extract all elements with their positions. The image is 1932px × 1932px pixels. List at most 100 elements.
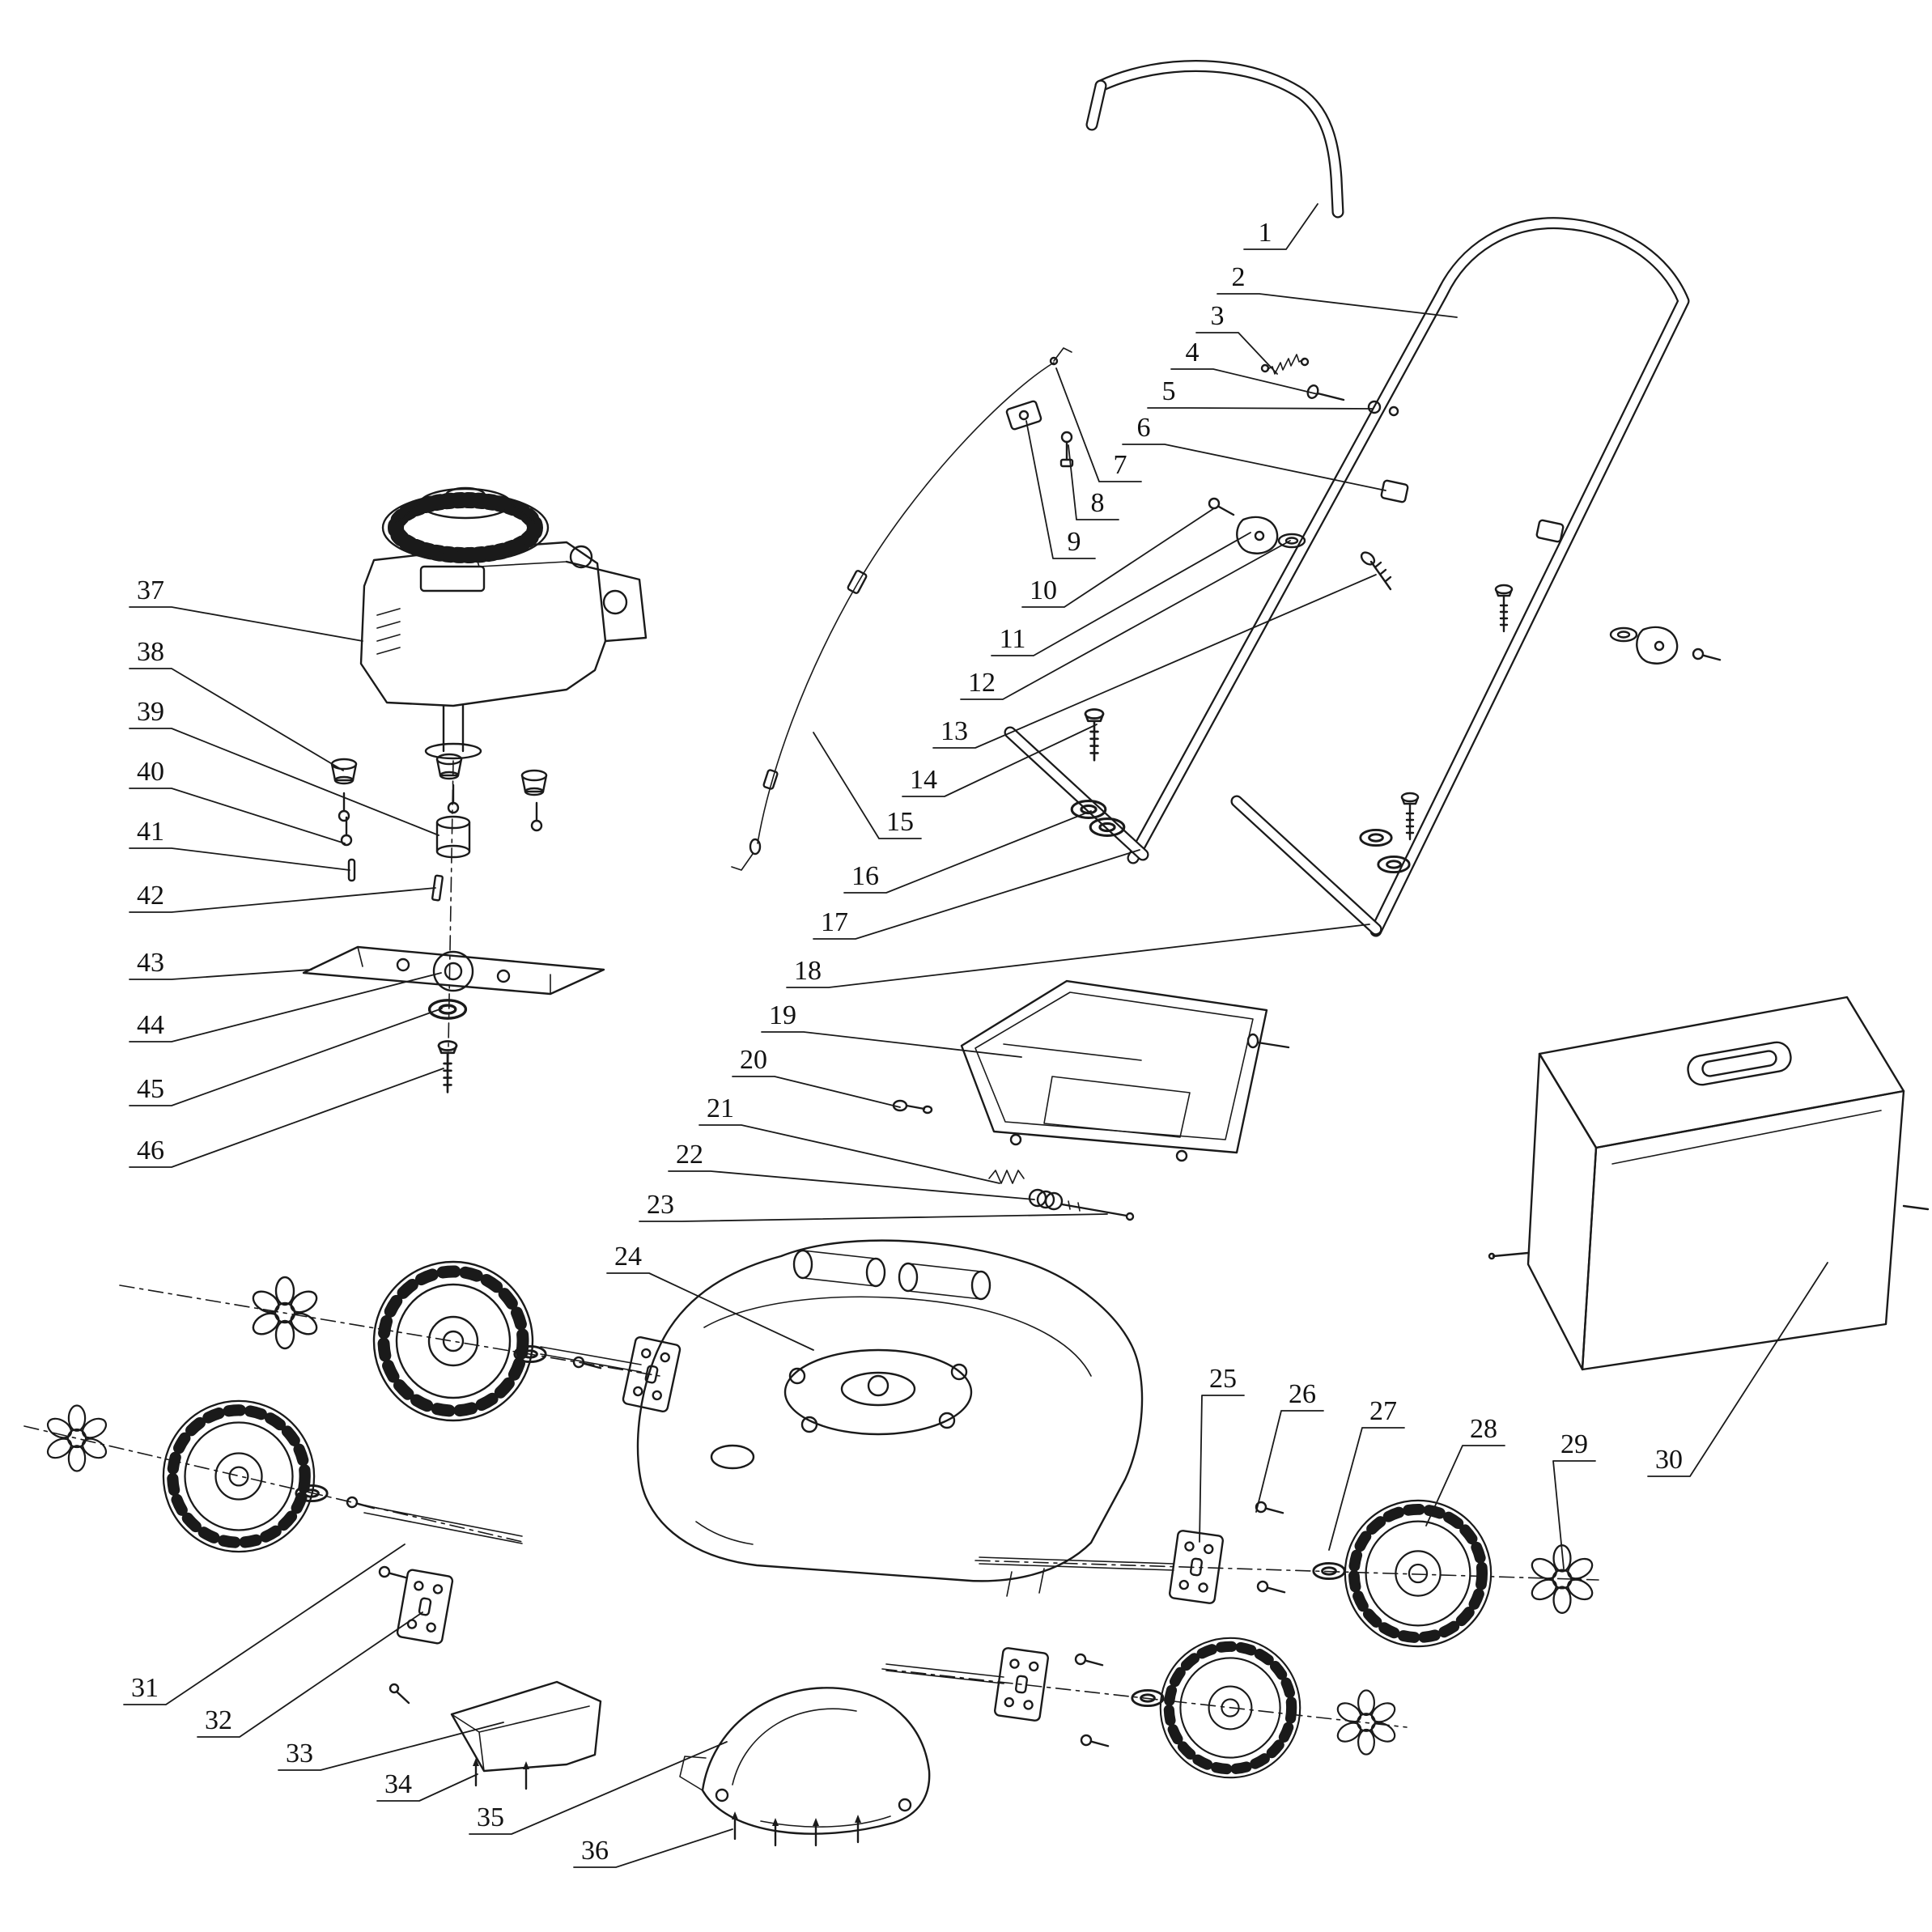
leader-line-25 bbox=[1199, 1395, 1245, 1543]
handle-bolt bbox=[1400, 792, 1420, 841]
engine-label-plate bbox=[419, 565, 486, 592]
washer bbox=[1609, 626, 1638, 643]
grass-bag bbox=[1488, 996, 1930, 1371]
wheel bbox=[163, 1401, 314, 1552]
callout-25: 25 bbox=[1209, 1364, 1237, 1394]
leader-line-1 bbox=[1243, 203, 1318, 250]
height-adjuster-plate bbox=[1168, 1529, 1225, 1605]
axle-screw bbox=[345, 1495, 376, 1514]
handle-washer bbox=[1359, 828, 1393, 847]
leader-line-17 bbox=[813, 849, 1140, 940]
guard-assembly bbox=[679, 1687, 931, 1847]
plate-screw bbox=[1079, 1733, 1110, 1752]
callout-26: 26 bbox=[1289, 1379, 1316, 1409]
callout-20: 20 bbox=[740, 1045, 767, 1075]
chute-screw bbox=[389, 1683, 400, 1694]
leader-line-44 bbox=[129, 972, 442, 1042]
callout-layer: 1234567891011121314151617181920212223242… bbox=[123, 203, 1828, 1868]
hinge-rod bbox=[1060, 1203, 1128, 1217]
leader-line-8 bbox=[1068, 444, 1119, 520]
plate-screw bbox=[1255, 1579, 1287, 1599]
nut bbox=[1388, 406, 1399, 417]
plate-screw bbox=[1254, 1500, 1285, 1519]
rear-cover bbox=[960, 979, 1268, 1154]
leader-line-36 bbox=[573, 1828, 733, 1868]
bag-handle bbox=[1687, 1041, 1792, 1086]
plate-screw bbox=[1073, 1652, 1105, 1671]
height-adjuster-plate bbox=[395, 1568, 455, 1645]
handle-loop bbox=[1127, 217, 1690, 937]
mount-screw bbox=[530, 801, 543, 832]
upper-handle-bar bbox=[1085, 60, 1344, 219]
callout-37: 37 bbox=[137, 575, 164, 605]
leader-line-32 bbox=[197, 1611, 423, 1738]
leader-line-16 bbox=[843, 810, 1092, 894]
blade-guard bbox=[701, 1687, 931, 1835]
plate-screw bbox=[377, 1565, 409, 1584]
engine-assembly bbox=[359, 486, 648, 760]
callout-27: 27 bbox=[1369, 1396, 1397, 1426]
leader-line-43 bbox=[129, 969, 312, 980]
throttle-cable-assembly bbox=[731, 347, 1722, 874]
cover-bolt bbox=[1246, 1033, 1259, 1049]
blade-washer bbox=[427, 999, 468, 1020]
nut bbox=[1367, 400, 1382, 414]
callout-10: 10 bbox=[1030, 575, 1057, 605]
leader-line-5 bbox=[1147, 407, 1373, 410]
leader-line-26 bbox=[1255, 1410, 1324, 1513]
lever-screw bbox=[1208, 497, 1221, 510]
leader-line-34 bbox=[376, 1773, 478, 1802]
leader-line-37 bbox=[129, 606, 363, 642]
leader-line-13 bbox=[932, 574, 1377, 749]
callout-13: 13 bbox=[941, 716, 968, 746]
rear-cover-assembly bbox=[892, 979, 1290, 1221]
callout-17: 17 bbox=[821, 907, 848, 937]
carriage-bolt bbox=[1360, 551, 1376, 566]
mount-screw bbox=[447, 783, 460, 814]
leader-line-9 bbox=[1025, 420, 1096, 559]
callout-43: 43 bbox=[137, 948, 164, 978]
leader-line-31 bbox=[123, 1543, 406, 1705]
cam-lever bbox=[1236, 516, 1279, 554]
callout-33: 33 bbox=[286, 1739, 313, 1769]
lower-handle-tubes bbox=[1004, 726, 1382, 936]
leader-line-30 bbox=[1647, 1262, 1828, 1477]
callout-19: 19 bbox=[769, 1000, 796, 1030]
callout-40: 40 bbox=[137, 757, 164, 787]
callout-3: 3 bbox=[1211, 301, 1225, 331]
left-wheel-assemblies bbox=[23, 1262, 682, 1645]
callout-4: 4 bbox=[1186, 338, 1200, 367]
leader-line-40 bbox=[129, 788, 346, 844]
screw bbox=[1691, 647, 1722, 666]
flap-spring bbox=[988, 1170, 1025, 1184]
small-screw bbox=[340, 816, 353, 847]
leader-line-27 bbox=[1328, 1427, 1405, 1551]
cable-clip bbox=[1535, 519, 1565, 543]
leader-line-3 bbox=[1195, 332, 1278, 375]
mount-bushing bbox=[520, 769, 548, 796]
leader-line-39 bbox=[129, 728, 439, 836]
leader-line-35 bbox=[469, 1741, 728, 1835]
callout-24: 24 bbox=[614, 1242, 642, 1272]
leader-line-4 bbox=[1170, 368, 1318, 395]
leader-line-41 bbox=[129, 847, 350, 871]
leader-line-42 bbox=[129, 887, 436, 913]
callout-41: 41 bbox=[137, 817, 164, 847]
leader-line-15 bbox=[813, 732, 922, 839]
blade-adapter bbox=[435, 815, 471, 830]
callout-12: 12 bbox=[968, 668, 996, 698]
bracket-screw bbox=[1060, 431, 1073, 444]
leader-line-14 bbox=[902, 724, 1098, 797]
right-wheel-assemblies bbox=[881, 1500, 1599, 1777]
leader-line-19 bbox=[761, 1031, 1022, 1058]
callout-36: 36 bbox=[581, 1836, 609, 1866]
callout-9: 9 bbox=[1068, 527, 1081, 557]
callout-38: 38 bbox=[137, 637, 164, 667]
guard-pin bbox=[853, 1813, 863, 1844]
callout-11: 11 bbox=[1000, 624, 1026, 654]
leader-line-29 bbox=[1552, 1460, 1596, 1569]
leader-line-11 bbox=[991, 532, 1251, 656]
cable-bracket bbox=[1005, 400, 1042, 431]
callout-31: 31 bbox=[131, 1673, 159, 1703]
